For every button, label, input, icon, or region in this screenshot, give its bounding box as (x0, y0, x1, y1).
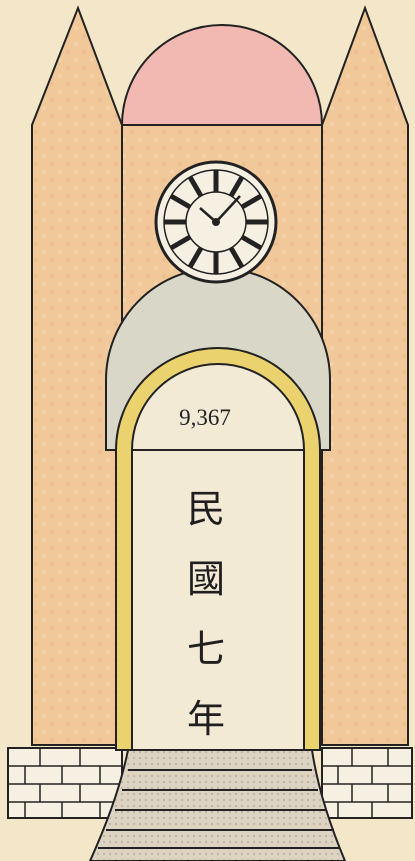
year-char-1: 民 (186, 487, 225, 531)
right-spire (321, 5, 409, 746)
year-char-3: 七 (186, 627, 225, 671)
right-brick-wall (321, 747, 413, 819)
year-char-4: 年 (186, 697, 225, 741)
left-brick-wall (7, 747, 123, 819)
clock-face-icon (154, 160, 278, 284)
arch-inner-panel (131, 363, 305, 751)
dome (120, 24, 324, 126)
steps (88, 749, 347, 861)
year-char-2: 國 (186, 557, 225, 601)
monument-number-label: 9,367 (179, 405, 231, 430)
